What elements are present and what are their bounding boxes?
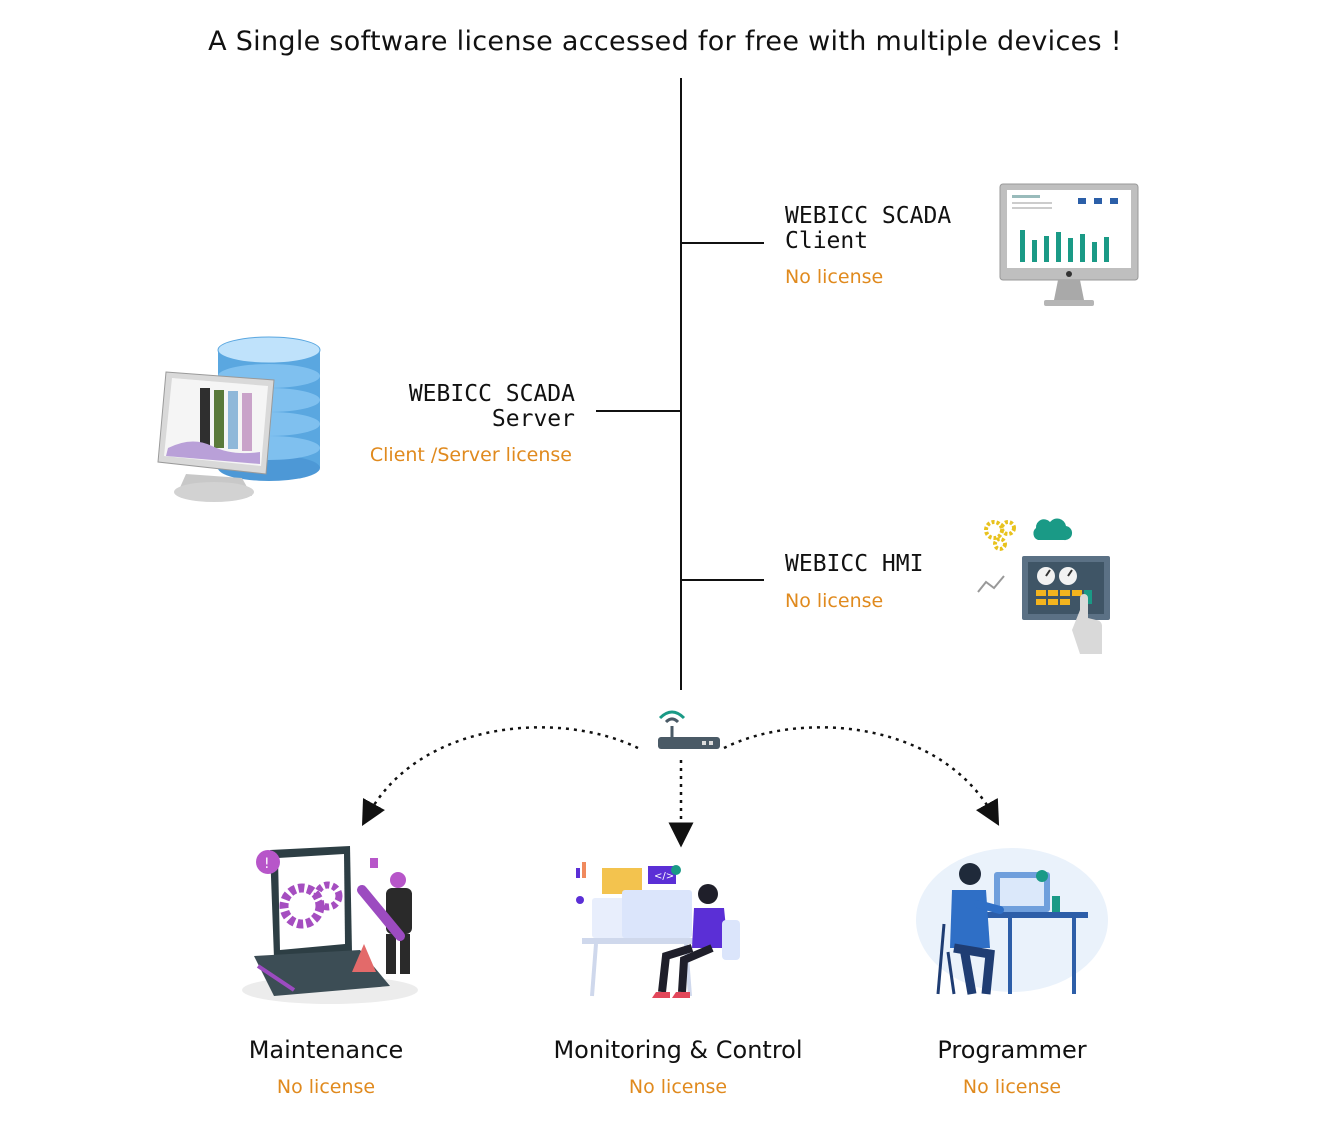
monitoring-label: Monitoring & Control (553, 1036, 803, 1064)
monitor-chart-icon (999, 183, 1139, 306)
scada-server-name-line1: WEBICC SCADA (408, 381, 575, 407)
hmi-license: No license (785, 590, 884, 612)
gears-icon (984, 520, 1016, 551)
hmi-panel-icon (977, 518, 1110, 654)
svg-text:!: ! (264, 856, 270, 872)
monitoring-license: No license (628, 1076, 728, 1098)
scada-client-license: No license (785, 266, 884, 288)
hand-icon (1072, 594, 1102, 654)
scada-server-license: Client /Server license (369, 444, 572, 466)
wifi-router-icon (658, 710, 720, 749)
hmi-name: WEBICC HMI (785, 551, 924, 577)
svg-text:</>: </> (654, 871, 674, 882)
scada-server-name: WEBICC SCADA Server (355, 382, 575, 432)
cloud-icon (1033, 518, 1073, 541)
arrow-to-maintenance (361, 726, 639, 826)
scada-client-name-line2: Client (785, 228, 869, 254)
monitoring-illustration: </> (576, 862, 740, 998)
maintenance-illustration: ! (242, 846, 418, 1004)
trend-icon (977, 575, 1005, 593)
server-monitor (157, 371, 275, 502)
maintenance-label: Maintenance (248, 1036, 404, 1064)
server-database-icon (157, 336, 321, 502)
programmer-license: No license (962, 1076, 1062, 1098)
arrow-to-programmer (723, 726, 1000, 826)
diagram-title: A Single software license accessed for f… (208, 26, 1122, 57)
maintenance-license: No license (276, 1076, 376, 1098)
programmer-label: Programmer (937, 1036, 1087, 1064)
programmer-illustration (916, 848, 1108, 995)
scada-client-name: WEBICC SCADA Client (785, 204, 951, 254)
scada-server-name-line2: Server (491, 406, 575, 432)
scada-client-name-line1: WEBICC SCADA (785, 203, 952, 229)
